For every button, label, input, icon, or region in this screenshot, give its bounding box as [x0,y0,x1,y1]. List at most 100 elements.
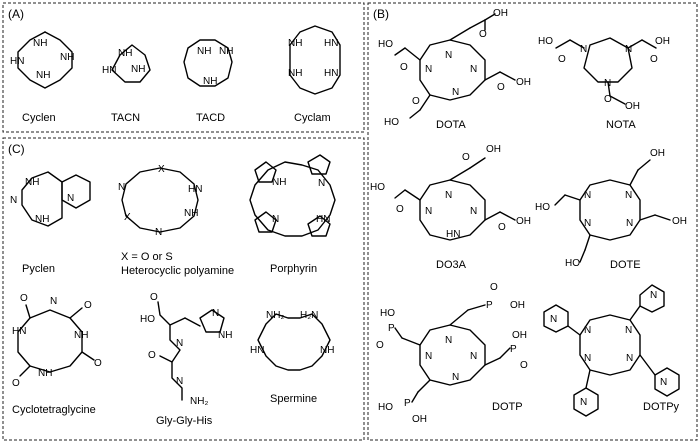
dotp-label: DOTP [492,401,523,413]
ggh-o-1: O [150,292,158,303]
dota-label: DOTA [436,119,466,131]
cyclam-nh-1: NH [288,38,302,49]
dote-oh-1: OH [650,148,665,159]
dotp-p-1: P [486,300,493,311]
dota-ho-2: HO [378,39,393,50]
dote-ho-4: HO [565,258,580,269]
dotpy-label: DOTPy [643,401,680,413]
cyclam-structure: NH HN NH HN [288,25,341,95]
tacd-nh-1: NH [197,46,211,57]
do3a-n-4: N [425,206,432,217]
heterocyclic-nh-2: NH [184,208,198,219]
cyclotetraglycine-nh-2: NH [74,330,88,341]
heterocyclic-n-4: N [118,182,125,193]
panel-c-frame [2,137,365,441]
dota-n-3: N [452,87,459,98]
dotp-oh-4: OH [412,414,427,425]
dota-o-2: O [400,62,408,73]
panel-b-label: (B) [373,7,389,21]
spermine-h2n-2: H₂N [300,310,318,321]
tacn-structure: NH NH HN [102,44,151,83]
cyclam-hn-4: HN [324,68,338,79]
cyclen-structure: NH NH NH HN [10,31,74,89]
dote-n-3: N [584,218,591,229]
cyclen-nh-1: NH [33,38,47,49]
dotp-ho-4: HO [378,402,393,413]
dotp-p-3: P [510,344,517,355]
tacn-label: TACN [111,112,140,124]
dota-o-4: O [412,96,420,107]
dota-oh-3: OH [516,77,531,88]
dotpy-n-3: N [584,353,591,364]
ggh-o-2: O [148,350,156,361]
heterocyclic-x-1: X [158,164,165,175]
dotp-o-3: O [520,360,528,371]
cyclam-nh-3: NH [288,68,302,79]
nota-o-2: O [650,54,658,65]
dote-n-1: N [625,190,632,201]
dotp-structure: P O OH P HO O P OH O P HO OH N N N N [376,282,528,425]
nota-label: NOTA [606,119,636,131]
dotp-n-3: N [452,372,459,383]
cyclotetraglycine-o-4: O [12,378,20,389]
dotp-n-4: N [425,351,432,362]
dote-structure: OH HO OH HO N N N N [535,148,687,269]
porphyrin-n-3: N [272,214,279,225]
spermine-nh-4: NH [320,345,334,356]
spermine-nh2-1: NH₂ [266,310,284,321]
pyclen-nh-3: NH [35,214,49,225]
dote-n-2: N [626,218,633,229]
ggh-n-3: N [176,338,183,349]
do3a-hn-3: HN [446,229,460,240]
cyclam-label: Cyclam [294,112,331,124]
nota-o-1: O [558,54,566,65]
cyclotetraglycine-hn-1: HN [12,326,26,337]
do3a-ho-2: HO [370,182,385,193]
porphyrin-hn-4: HN [316,214,330,225]
do3a-o-1: O [462,152,470,163]
cyclotetraglycine-o-1: O [20,293,28,304]
pyclen-label: Pyclen [22,263,55,275]
cyclotetraglycine-n-4: N [50,296,57,307]
cyclotetraglycine-label: Cyclotetraglycine [12,404,96,416]
tacd-label: TACD [196,112,225,124]
do3a-n-2: N [470,206,477,217]
porphyrin-label: Porphyrin [270,263,317,275]
heterocyclic-note: X = O or S [121,251,173,263]
dota-o-3: O [497,82,505,93]
panel-c-label: (C) [8,142,25,156]
dotpy-n-py3: N [580,397,587,408]
cyclotetraglycine-structure: O O O O HN NH NH N [12,293,102,389]
dota-n-1: N [445,50,452,61]
dotpy-structure: N N N N N N N N [543,284,680,417]
dotp-o-1: O [490,282,498,293]
ggh-ho-1: HO [140,314,155,325]
do3a-o-3: O [498,222,506,233]
dota-n-2: N [470,64,477,75]
heterocyclic-hn-1: HN [188,184,202,195]
dotp-p-2: P [388,323,395,334]
nota-n-2: N [625,44,632,55]
cyclen-nh-3: NH [36,70,50,81]
dotp-o-2: O [376,340,384,351]
tacn-nh-1: NH [118,48,132,59]
ggh-nh2: NH₂ [190,396,208,407]
dotpy-n-4: N [584,325,591,336]
spermine-hn-3: HN [250,345,264,356]
heterocyclic-x-2: X [124,212,131,223]
do3a-oh-1: OH [486,144,501,155]
spermine-label: Spermine [270,393,317,405]
cyclen-nh-2: NH [60,52,74,63]
dotpy-n-py2: N [550,314,557,325]
tacn-hn-3: HN [102,65,116,76]
nota-ho-1: HO [538,36,553,47]
porphyrin-n-2: N [318,178,325,189]
nota-structure: HO O OH O OH O N N N [538,36,670,112]
heterocyclic-structure: X HN NH N X N [118,164,202,238]
nota-oh-3: OH [625,101,640,112]
dota-oh-1: OH [493,8,508,19]
nota-n-3: N [604,78,611,89]
tacn-nh-2: NH [131,64,145,75]
cyclotetraglycine-o-3: O [94,358,102,369]
